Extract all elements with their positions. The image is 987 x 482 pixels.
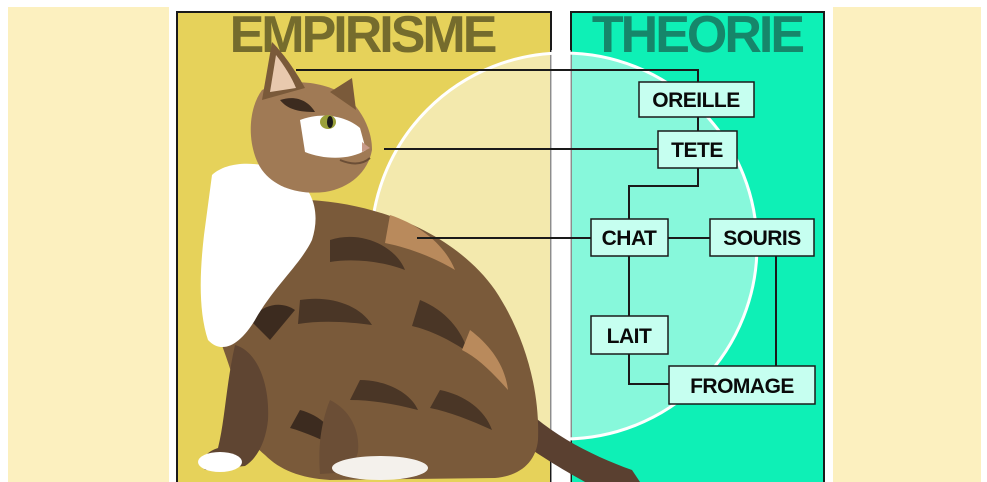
edge-tete-chat	[628, 168, 699, 219]
node-lait-label: LAIT	[607, 325, 652, 348]
node-chat-label: CHAT	[602, 227, 657, 250]
empirisme-title: EMPIRISME	[230, 6, 496, 64]
node-oreille-label: OREILLE	[652, 89, 740, 112]
node-souris: SOURIS	[709, 218, 815, 257]
panel-gap	[551, 50, 571, 482]
theorie-title: THEORIE	[592, 6, 803, 64]
node-lait: LAIT	[590, 315, 669, 355]
node-tete-label: TETE	[671, 139, 723, 162]
edge-lait-fromage	[628, 354, 669, 385]
node-oreille: OREILLE	[638, 81, 755, 118]
right-margin-background	[833, 7, 981, 482]
left-margin-background	[8, 7, 169, 482]
node-tete: TETE	[657, 130, 738, 169]
connector-ear	[296, 69, 699, 82]
node-fromage-label: FROMAGE	[690, 375, 794, 398]
node-fromage: FROMAGE	[668, 365, 816, 405]
cat-photo	[198, 42, 640, 482]
node-chat: CHAT	[590, 218, 669, 257]
node-souris-label: SOURIS	[723, 227, 801, 250]
